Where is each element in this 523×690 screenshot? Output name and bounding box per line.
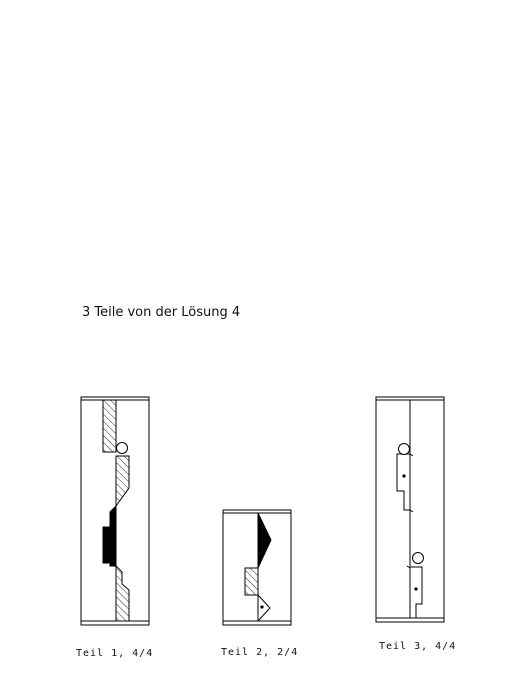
piece-1-frame (80, 396, 150, 626)
piece-3-upper-notch (396, 453, 410, 511)
piece-1-hatched-strip-middle (115, 455, 130, 508)
piece-3 (375, 396, 445, 623)
piece-2-hatched-block (244, 567, 259, 596)
piece-3-caption: Teil 3, 4/4 (379, 641, 457, 652)
piece-1-hatched-strip-lower (115, 564, 130, 622)
piece-2-frame (222, 509, 292, 626)
piece-2-outline-triangle (257, 594, 271, 622)
piece-3-upper-tick (409, 453, 414, 457)
piece-3-upper-dot (402, 474, 406, 478)
piece-1-solid-block (102, 504, 117, 567)
piece-2-caption: Teil 2, 2/4 (221, 647, 299, 658)
piece-3-upper-tick-2 (409, 509, 414, 513)
piece-3-upper-marker-circle (398, 443, 410, 455)
piece-3-lower-marker-circle (412, 552, 424, 564)
diagram-heading: 3 Teile von der Lösung 4 (82, 305, 241, 320)
piece-1-marker-circle (116, 442, 128, 454)
piece-3-lower-dot (414, 587, 418, 591)
piece-1 (80, 396, 150, 626)
piece-1-hatched-strip-top (102, 399, 117, 453)
piece-2-solid-triangle (257, 512, 272, 569)
piece-3-frame (375, 396, 445, 623)
piece-3-lower-notch (410, 566, 423, 618)
piece-1-caption: Teil 1, 4/4 (76, 648, 154, 659)
piece-2-dot (260, 605, 264, 609)
piece-2 (222, 509, 292, 626)
piece-3-lower-tick (406, 565, 411, 569)
